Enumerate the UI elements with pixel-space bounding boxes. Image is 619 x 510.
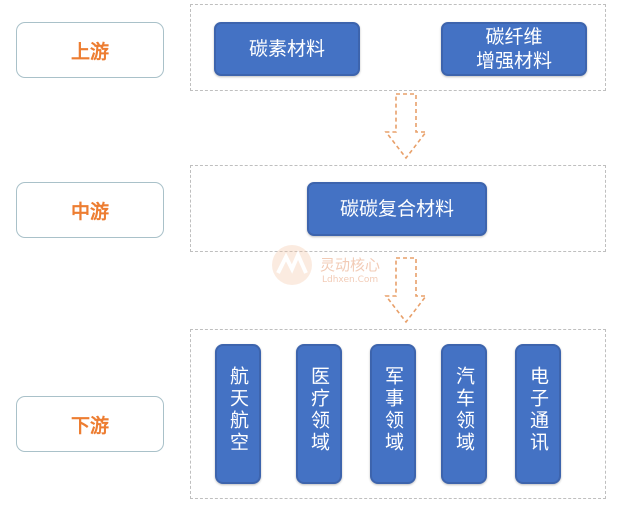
node-fiber-material-label: 碳纤维 增强材料 [475,26,552,72]
watermark-text: 灵动核心 [320,256,381,274]
node-electronics-label: 电子通讯 [527,366,549,454]
node-aerospace-label: 航天航空 [227,366,249,454]
node-military: 军事领域 [370,344,416,484]
stage-downstream: 下游 [16,396,164,452]
stage-midstream-label: 中游 [70,200,109,223]
node-automotive: 汽车领域 [441,344,487,484]
node-carbon-material-label: 碳素材料 [248,38,325,60]
node-medical: 医疗领域 [296,344,342,484]
node-fiber-material: 碳纤维 增强材料 [441,22,587,76]
stage-upstream: 上游 [16,22,164,78]
node-electronics: 电子通讯 [515,344,561,484]
midstream-panel [190,165,606,252]
node-medical-label: 医疗领域 [308,366,330,454]
arrow-down-icon [384,93,428,160]
stage-downstream-label: 下游 [70,414,109,437]
node-carbon-material: 碳素材料 [214,22,360,76]
watermark-url: Ldhxen.Com [322,275,379,285]
stage-midstream: 中游 [16,182,164,238]
node-composite-label: 碳碳复合材料 [339,198,454,220]
node-military-label: 军事领域 [382,366,404,454]
arrow-down-icon [384,257,428,324]
watermark-logo-icon [272,245,312,285]
stage-upstream-label: 上游 [70,40,109,63]
node-automotive-label: 汽车领域 [453,366,475,454]
upstream-panel [190,4,606,91]
downstream-panel [190,329,606,499]
node-aerospace: 航天航空 [215,344,261,484]
node-composite: 碳碳复合材料 [307,182,487,236]
